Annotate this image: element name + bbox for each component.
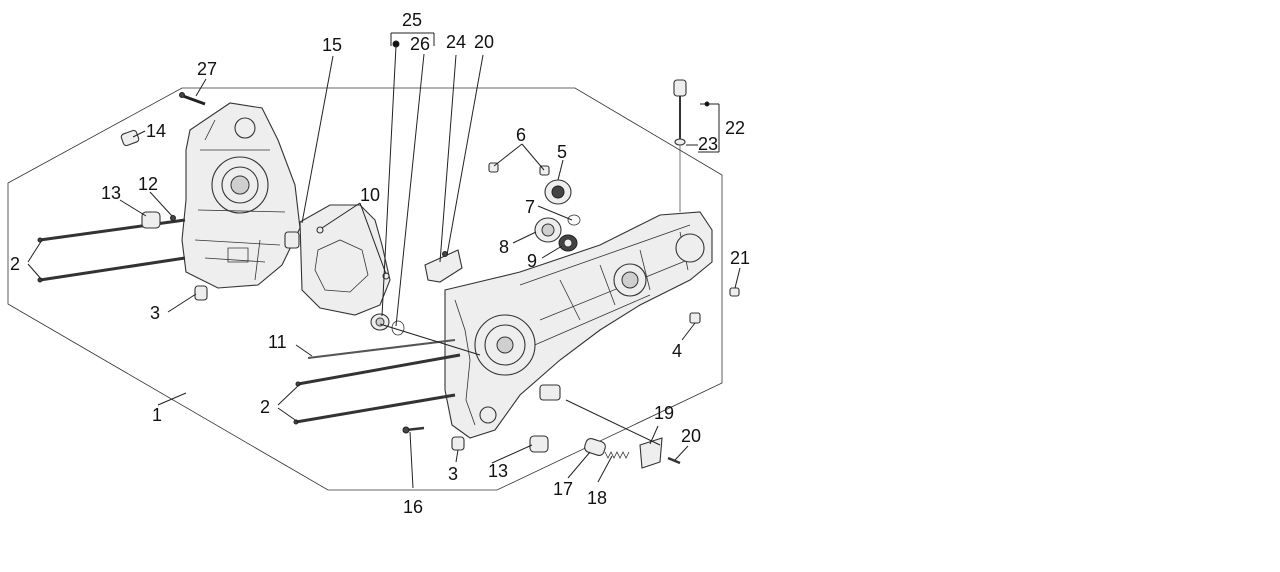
callout-10: 10 [360,185,380,205]
callout-12: 12 [138,174,158,194]
callout-15: 15 [322,35,342,55]
callout-23: 23 [698,134,718,154]
pin-17 [584,438,606,456]
callout-2-left: 2 [10,254,20,274]
gasket-15 [299,204,391,316]
callout-24: 24 [446,32,466,52]
left-crankcase-half [181,102,301,289]
callout-8: 8 [499,237,509,257]
dowel-4 [689,312,701,324]
callout-26: 26 [410,34,430,54]
callout-22: 22 [725,118,745,138]
leader-lines [27,32,741,489]
bracket-24 [424,249,463,283]
dipstick-22 [673,79,687,212]
bushing-13-left [141,211,161,229]
seal-26 [370,313,405,336]
callout-20-top: 20 [474,32,494,52]
callout-20-bottom: 20 [681,426,701,446]
callout-21: 21 [730,248,750,268]
callout-6: 6 [516,125,526,145]
callout-18: 18 [587,488,607,508]
spring-18 [604,451,630,459]
callout-7: 7 [525,197,535,217]
seal-9 [558,234,578,252]
pin-12 [170,215,176,221]
pin-11 [307,339,456,359]
dowel-3-right [451,436,465,451]
circlip-7 [567,214,581,226]
dowel-3-left [194,285,208,301]
right-crankcase-half [444,211,713,439]
screw-20-lower [667,456,681,465]
callout-9: 9 [527,251,537,271]
callout-2-right: 2 [260,397,270,417]
callout-1: 1 [152,405,162,425]
callout-14: 14 [146,121,166,141]
callout-5: 5 [557,142,567,162]
bushing-13-right [529,435,549,453]
callout-25: 25 [402,10,422,30]
callout-11: 11 [268,332,287,352]
callout-17: 17 [553,479,573,499]
callout-27: 27 [197,59,217,79]
callout-3-right: 3 [448,464,458,484]
callout-19: 19 [654,403,674,423]
dowel-14 [120,129,140,147]
crankcase-assembly-outline [7,87,723,491]
callout-4: 4 [672,341,682,361]
callout-3-left: 3 [150,303,160,323]
bolt-27 [179,92,206,106]
plate-19 [639,437,663,469]
plug-21 [729,287,740,297]
callout-labels: 1 2 2 3 3 4 5 6 7 8 9 10 11 12 13 13 14 … [10,10,750,517]
callout-16: 16 [403,497,423,517]
callout-13-right: 13 [488,461,508,481]
callout-13-left: 13 [101,183,121,203]
studs-2-left [37,218,186,283]
bearing-8 [534,217,562,243]
studs-2-right [293,353,461,425]
screw-16 [402,426,425,434]
bearing-5 [544,179,572,205]
